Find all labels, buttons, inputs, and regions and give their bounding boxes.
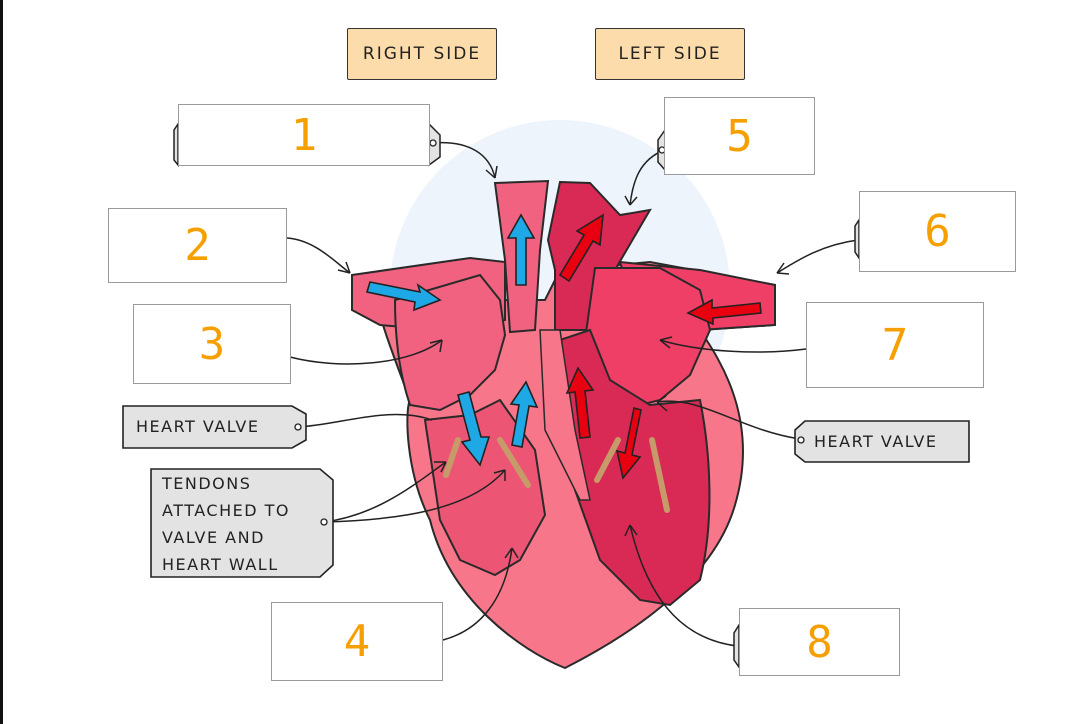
heart-valve-tag-left-shape xyxy=(122,405,307,449)
label-box-5[interactable]: 5 xyxy=(664,97,815,175)
heart-valve-tag-right-shape xyxy=(794,420,970,463)
label-box-6[interactable]: 6 xyxy=(859,191,1016,272)
blue-arrow-vena-cava xyxy=(365,281,442,312)
septum xyxy=(539,329,591,501)
blue-arrow-right-up xyxy=(509,380,539,448)
tendons-label-line-2: ATTACHED TO xyxy=(162,501,290,520)
label-box-1[interactable]: 1 xyxy=(178,104,430,166)
tendons-tag-hole xyxy=(320,518,328,526)
label-box-6-number: 6 xyxy=(924,206,951,257)
box1-tag-hole xyxy=(429,139,437,147)
tendon-right-2 xyxy=(497,437,531,488)
tendons-label-line-3: VALVE AND xyxy=(162,528,265,547)
connector-lines xyxy=(286,141,859,647)
blue-arrow-pulmonary-up xyxy=(506,213,536,286)
heart-valve-tag-right-hole xyxy=(797,436,805,444)
label-box-4-number: 4 xyxy=(343,616,371,667)
tendon-left-2 xyxy=(649,437,670,513)
label-box-1-number: 1 xyxy=(290,109,318,161)
label-box-7[interactable]: 7 xyxy=(806,302,984,388)
right-side-label: RIGHT SIDE xyxy=(347,28,497,80)
label-box-4[interactable]: 4 xyxy=(271,602,443,681)
label-box-3-number: 3 xyxy=(198,318,226,370)
right-side-text: RIGHT SIDE xyxy=(362,44,482,64)
tendon-right-1 xyxy=(443,437,461,478)
left-side-label: LEFT SIDE xyxy=(595,28,745,80)
heart-valve-tag-left-hole xyxy=(294,423,302,431)
label-box-2-number: 2 xyxy=(184,220,211,271)
left-ventricle xyxy=(558,328,711,607)
label-box-7-number: 7 xyxy=(881,319,909,371)
right-atrium xyxy=(393,273,507,412)
red-arrow-aorta-up xyxy=(558,213,604,283)
red-arrow-left-up xyxy=(565,366,595,439)
label-box-3[interactable]: 3 xyxy=(133,304,291,384)
label-box-8[interactable]: 8 xyxy=(739,608,900,676)
tendons-label-line-4: HEART WALL xyxy=(162,555,279,574)
tendons-tag-shape xyxy=(150,468,334,578)
blue-arrow-right-down xyxy=(457,391,491,467)
red-arrow-pulmonary-vein xyxy=(686,298,762,326)
label-box-8-number: 8 xyxy=(806,616,833,668)
heart-valve-right-label: HEART VALVE xyxy=(814,432,938,451)
left-border xyxy=(0,0,3,724)
tendons-label-line-1: TENDONS xyxy=(162,474,252,493)
red-arrow-left-down xyxy=(615,406,642,480)
label-box-2[interactable]: 2 xyxy=(108,208,287,283)
tendon-left-1 xyxy=(594,437,621,483)
heart-valve-left-label: HEART VALVE xyxy=(136,417,260,436)
label-box-5-number: 5 xyxy=(726,110,753,162)
left-side-text: LEFT SIDE xyxy=(618,44,722,64)
